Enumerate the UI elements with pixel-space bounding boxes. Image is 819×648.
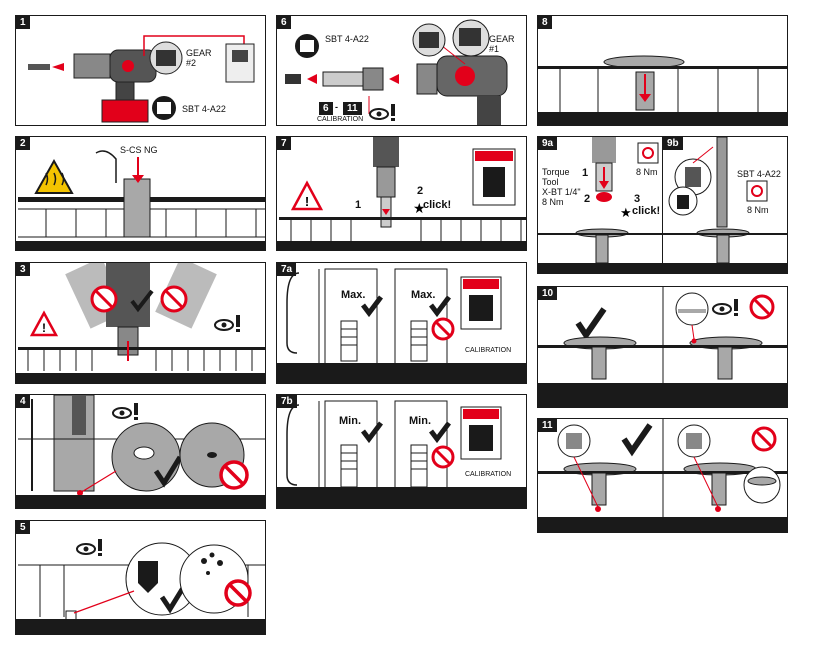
step-1-label: 1 — [582, 167, 589, 179]
panel-5: 5 — [15, 520, 266, 635]
stud-inspection-illustration — [538, 419, 787, 532]
step-number: 2 — [16, 137, 30, 150]
hole-cleaning-illustration — [16, 539, 265, 634]
panel-8: 8 — [537, 15, 788, 126]
step-number: 7 — [277, 137, 291, 150]
step-number: 5 — [16, 521, 30, 534]
calibration-label: CALIBRATION — [317, 116, 364, 123]
step-number: 3 — [16, 263, 30, 276]
panel-6: 6 SBT 4-A22 GEAR #1 6 - 11 CALIBRATION — [276, 15, 527, 126]
svg-text:★: ★ — [620, 205, 632, 220]
step-range-to: 11 — [343, 102, 362, 115]
step-number: 7a — [277, 263, 297, 276]
step-number: 11 — [538, 419, 557, 432]
max-label-right: Max. — [411, 289, 436, 301]
step-3-label: 3 — [634, 193, 641, 205]
drill-with-bit-illustration — [28, 35, 255, 123]
step-number: 7b — [277, 395, 297, 408]
calibration-label: CALIBRATION — [465, 347, 512, 354]
panel-3: 3 ! — [15, 262, 266, 384]
panel-4: 4 — [15, 394, 266, 509]
calibration-label: CALIBRATION — [465, 471, 512, 478]
step-number: 8 — [538, 16, 552, 29]
panel-7: 7 ! ★ 1 2 click! — [276, 136, 527, 251]
step-number: 6 — [277, 16, 291, 29]
part-label: S-CS NG — [120, 145, 158, 155]
setting-tool-alternative-illustration — [663, 137, 787, 273]
step-number: 4 — [16, 395, 30, 408]
torque-tool-line-3: X-BT 1/4" — [542, 187, 581, 197]
step-2-label: 2 — [417, 185, 424, 197]
svg-text:!: ! — [42, 321, 46, 335]
manual-label: SBT 4-A22 — [737, 169, 781, 179]
min-label-right: Min. — [409, 415, 431, 427]
grating-placement-illustration — [538, 55, 787, 125]
max-calibration-illustration — [277, 268, 526, 383]
svg-text:!: ! — [305, 194, 309, 209]
manual-label: SBT 4-A22 — [182, 104, 226, 114]
step-range-separator: - — [335, 102, 338, 112]
max-label-left: Max. — [341, 289, 366, 301]
click-label: click! — [632, 205, 661, 217]
panel-2: 2 S-CS NG — [15, 136, 266, 251]
panel-10: 10 — [537, 286, 788, 408]
torque-tightening-illustration: ★ — [538, 137, 662, 273]
drill-angle-warning-illustration: ! — [16, 263, 265, 383]
step-1-label: 1 — [355, 199, 362, 211]
step-number: 9b — [663, 137, 683, 150]
panel-7a: 7a Max. Max. CALIBRATION — [276, 262, 527, 384]
step-number: 10 — [538, 287, 558, 300]
min-label-left: Min. — [339, 415, 361, 427]
step-2-label: 2 — [584, 193, 591, 205]
torque-tool-line-2: Tool — [542, 177, 559, 187]
panel-11: 11 — [537, 418, 788, 533]
min-calibration-illustration — [277, 400, 526, 508]
panel-1: 1 GEAR #2 SBT 4-A22 — [15, 15, 266, 126]
manual-label: SBT 4-A22 — [325, 34, 369, 44]
stud-setting-illustration: ! ★ — [277, 137, 526, 250]
step-range-from: 6 — [319, 102, 333, 115]
step-number: 1 — [16, 16, 30, 29]
click-label: click! — [423, 199, 452, 211]
panel-9a: 9a ★ Torque Tool X-BT 1/4" 8 Nm 1 2 3 cl… — [537, 136, 663, 274]
svg-text:★: ★ — [413, 200, 426, 216]
torque-value-label: 8 Nm — [636, 167, 658, 177]
step-number: 9a — [538, 137, 558, 150]
drilled-hole-check-illustration — [16, 395, 265, 508]
gear-label: GEAR #1 — [489, 34, 515, 54]
panel-9b: 9b SBT 4-A22 8 Nm — [662, 136, 788, 274]
hot-surface-installation-illustration — [16, 150, 265, 250]
final-check-illustration — [538, 287, 787, 407]
torque-tool-line-1: Torque — [542, 167, 570, 177]
gear-label: GEAR #2 — [186, 48, 212, 68]
panel-7b: 7b Min. Min. CALIBRATION — [276, 394, 527, 509]
torque-value-label: 8 Nm — [747, 205, 769, 215]
setting-tool-assembly-illustration — [285, 19, 508, 125]
torque-tool-line-4: 8 Nm — [542, 197, 564, 207]
